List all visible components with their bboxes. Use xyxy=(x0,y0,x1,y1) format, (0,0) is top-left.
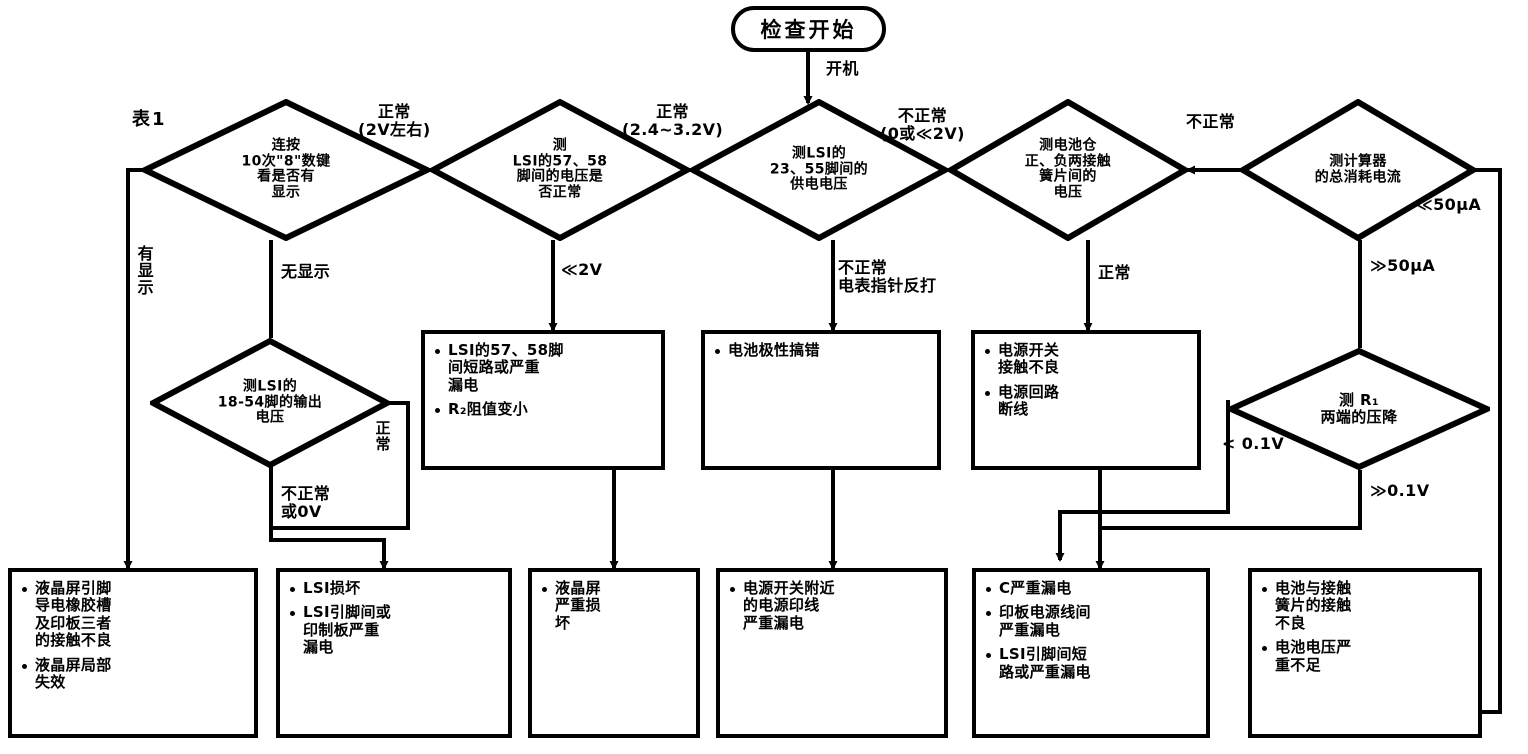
edge-label-d3-right: 不正常 (0或≪2V) xyxy=(880,106,965,143)
decision-label: 测 R₁ 两端的压降 xyxy=(1320,391,1398,426)
result-item: C严重漏电 xyxy=(984,579,1200,597)
result-box-lsi-damaged: LSI损坏 LSI引脚间或 印制板严重 漏电 xyxy=(276,568,512,738)
result-list: 液晶屏 严重损 坏 xyxy=(532,572,696,643)
edge-label-d3-bottom: 不正常 电表指针反打 xyxy=(838,258,937,295)
decision-lsi-2355-supply: 测LSI的 23、55脚间的 供电电压 xyxy=(690,99,948,241)
result-list: C严重漏电 印板电源线间 严重漏电 LSI引脚间短 路或严重漏电 xyxy=(976,572,1206,692)
edge-label-d4-bottom: 正常 xyxy=(1098,263,1131,282)
decision-lsi-1854-output: 测LSI的 18-54脚的输出 电压 xyxy=(150,338,390,468)
result-box-capacitor-leak: C严重漏电 印板电源线间 严重漏电 LSI引脚间短 路或严重漏电 xyxy=(972,568,1210,738)
edge-label-d5-bottom: ≫50μA xyxy=(1370,256,1436,275)
result-box-lcd-contact: 液晶屏引脚 导电橡胶槽 及印板三者 的接触不良 液晶屏局部 失效 xyxy=(8,568,258,738)
result-list: LSI损坏 LSI引脚间或 印制板严重 漏电 xyxy=(280,572,508,668)
edge-label-d1-bottom: 无显示 xyxy=(281,262,331,281)
decision-lsi-5758-voltage: 测 LSI的57、58 脚间的电压是 否正常 xyxy=(430,99,690,241)
result-box-battery-polarity: 电池极性搞错 xyxy=(701,330,941,470)
decision-label: 测 LSI的57、58 脚间的电压是 否正常 xyxy=(512,137,608,201)
edge-label-d6-right: 正常 xyxy=(373,420,392,452)
result-box-lsi-5758-short: LSI的57、58脚 间短路或严重 漏电 R₂阻值变小 xyxy=(421,330,665,470)
edge-label-d6-bottom: 不正常 或0V xyxy=(281,484,331,521)
result-item: 液晶屏 严重损 坏 xyxy=(540,579,690,632)
decision-total-current: 测计算器 的总消耗电流 xyxy=(1240,99,1476,241)
decision-label: 测LSI的 18-54脚的输出 电压 xyxy=(217,378,323,426)
edge-label-d5-right: ≪50μA xyxy=(1416,195,1482,214)
result-item: R₂阻值变小 xyxy=(433,400,655,418)
result-item: 电源回路 断线 xyxy=(983,383,1191,419)
result-list: 液晶屏引脚 导电橡胶槽 及印板三者 的接触不良 液晶屏局部 失效 xyxy=(12,572,254,702)
result-item: 液晶屏局部 失效 xyxy=(20,656,248,692)
result-box-power-switch: 电源开关 接触不良 电源回路 断线 xyxy=(971,330,1201,470)
decision-key-display: 连按 10次"8"数键 看是否有 显示 xyxy=(142,99,430,241)
result-list: 电池极性搞错 xyxy=(705,334,937,370)
result-list: LSI的57、58脚 间短路或严重 漏电 R₂阻值变小 xyxy=(425,334,661,430)
result-item: 电源开关附近 的电源印线 严重漏电 xyxy=(728,579,938,632)
result-item: 电池与接触 簧片的接触 不良 xyxy=(1260,579,1472,632)
result-box-battery-contact: 电池与接触 簧片的接触 不良 电池电压严 重不足 xyxy=(1248,568,1482,738)
result-box-power-trace-leak: 电源开关附近 的电源印线 严重漏电 xyxy=(716,568,948,738)
result-list: 电源开关附近 的电源印线 严重漏电 xyxy=(720,572,944,643)
edge-label-d4-right: 不正常 xyxy=(1186,112,1236,131)
result-list: 电池与接触 簧片的接触 不良 电池电压严 重不足 xyxy=(1252,572,1478,685)
result-item: LSI引脚间或 印制板严重 漏电 xyxy=(288,604,502,656)
result-item: LSI引脚间短 路或严重漏电 xyxy=(984,646,1200,681)
decision-label: 测电池仓 正、负两接触 簧片间的 电压 xyxy=(1024,137,1112,201)
result-item: 液晶屏引脚 导电橡胶槽 及印板三者 的接触不良 xyxy=(20,579,248,650)
result-item: 电池电压严 重不足 xyxy=(1260,639,1472,674)
decision-battery-contact-voltage: 测电池仓 正、负两接触 簧片间的 电压 xyxy=(948,99,1188,241)
result-item: 电源开关 接触不良 xyxy=(983,341,1191,377)
edge-label-start-power-on: 开机 xyxy=(826,59,859,78)
edge-label-d7-bottom: ≫0.1V xyxy=(1370,481,1430,500)
figure-caption: 表1 xyxy=(132,109,167,130)
edge-label-d1-left: 有显示 xyxy=(134,245,154,296)
decision-label: 测计算器 的总消耗电流 xyxy=(1314,153,1402,185)
result-item: LSI损坏 xyxy=(288,579,502,597)
decision-label: 测LSI的 23、55脚间的 供电电压 xyxy=(769,145,869,193)
result-item: 印板电源线间 严重漏电 xyxy=(984,604,1200,639)
edge-label-d7-left: < 0.1V xyxy=(1222,434,1285,453)
decision-label: 连按 10次"8"数键 看是否有 显示 xyxy=(241,137,331,201)
edge-label-d1-right: 正常 (2V左右) xyxy=(358,102,431,139)
result-list: 电源开关 接触不良 电源回路 断线 xyxy=(975,334,1197,430)
result-box-lcd-broken: 液晶屏 严重损 坏 xyxy=(528,568,700,738)
decision-r1-voltage-drop: 测 R₁ 两端的压降 xyxy=(1228,348,1490,470)
start-terminator: 检查开始 xyxy=(731,6,886,52)
edge-label-d2-right: 正常 (2.4~3.2V) xyxy=(622,102,724,139)
edge-label-d2-bottom: ≪2V xyxy=(561,260,603,279)
result-item: 电池极性搞错 xyxy=(713,341,931,359)
result-item: LSI的57、58脚 间短路或严重 漏电 xyxy=(433,341,655,394)
